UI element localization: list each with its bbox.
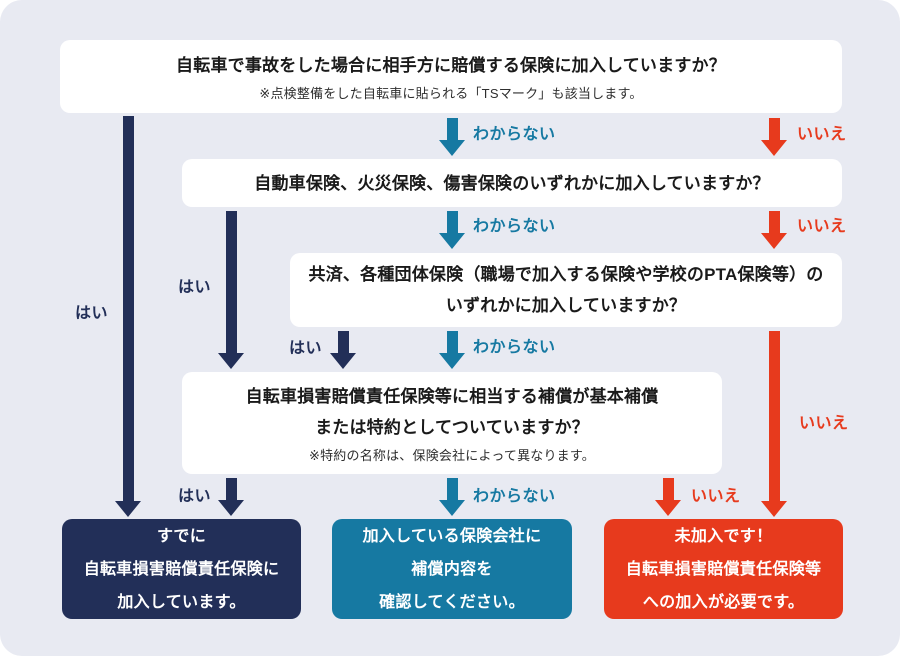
arrow-shaft (122, 116, 134, 501)
result-box-already-insured: すでに 自転車損害賠償責任保険に 加入しています。 (62, 519, 301, 619)
arrow-q1-yes-long (115, 116, 141, 517)
arrow-shaft (768, 331, 780, 501)
question-3-line-2: いずれかに加入していますか？ (445, 296, 687, 315)
arrow-head (439, 500, 465, 516)
arrow-shaft (446, 331, 458, 353)
question-box-group-insurance: 共済、各種団体保険（職場で加入する保険や学校のPTA保険等）の いずれかに加入し… (290, 253, 842, 327)
arrow-shaft (225, 211, 237, 353)
arrow-head (439, 140, 465, 156)
result-3-line-1: 未加入です！ (674, 527, 773, 545)
result-2-line-3: 確認してください。 (379, 593, 525, 611)
label-q1-unknown: わからない (473, 126, 556, 143)
arrow-q3-no-long (761, 331, 787, 517)
arrow-q4-yes (218, 478, 244, 516)
question-4-note: ※特約の名称は、保険会社によって異なります。 (309, 447, 595, 463)
label-q1-yes: はい (75, 305, 109, 322)
arrow-q2-yes (218, 211, 244, 369)
arrow-shaft (446, 211, 458, 233)
arrow-q3-unknown (439, 331, 465, 369)
label-q3-yes: はい (289, 340, 323, 357)
label-q2-yes: はい (178, 279, 212, 296)
label-q4-no: いいえ (691, 488, 741, 505)
arrow-q4-no (655, 478, 681, 516)
arrow-shaft (225, 478, 237, 500)
label-q3-no: いいえ (799, 415, 849, 432)
arrow-shaft (768, 211, 780, 233)
arrow-head (218, 500, 244, 516)
arrow-head (115, 501, 141, 517)
result-box-not-insured: 未加入です！ 自転車損害賠償責任保険等 への加入が必要です。 (604, 519, 843, 619)
result-1-line-1: すでに (156, 527, 207, 545)
arrow-head (761, 501, 787, 517)
label-q2-unknown: わからない (473, 218, 556, 235)
arrow-head (655, 500, 681, 516)
question-2-text: 自動車保険、火災保険、傷害保険のいずれかに加入していますか？ (254, 173, 770, 193)
question-1-note: ※点検整備をした自転車に貼られる「TSマーク」も該当します。 (259, 85, 643, 101)
arrow-q2-unknown (439, 211, 465, 249)
result-1-line-2: 自転車損害賠償責任保険に (83, 560, 280, 578)
question-1-text: 自転車で事故をした場合に相手方に賠償する保険に加入していますか？ (176, 55, 726, 75)
arrow-q3-yes (330, 331, 356, 369)
arrow-shaft (446, 118, 458, 140)
arrow-shaft (337, 331, 349, 353)
arrow-q1-no (761, 118, 787, 156)
arrow-q1-unknown (439, 118, 465, 156)
question-3-line-1: 共済、各種団体保険（職場で加入する保険や学校のPTA保険等）の (308, 265, 824, 284)
question-box-bicycle-liability-insurance: 自転車で事故をした場合に相手方に賠償する保険に加入していますか？ ※点検整備をし… (60, 40, 842, 113)
arrow-head (439, 353, 465, 369)
arrow-q2-no (761, 211, 787, 249)
question-4-line-1: 自転車損害賠償責任保険等に相当する補償が基本補償 (245, 386, 659, 406)
result-2-line-1: 加入している保険会社に (362, 527, 542, 545)
arrow-head (761, 233, 787, 249)
result-1-line-3: 加入しています。 (117, 593, 246, 611)
arrow-head (330, 353, 356, 369)
label-q3-unknown: わからない (473, 339, 556, 356)
question-box-equivalent-coverage: 自転車損害賠償責任保険等に相当する補償が基本補償 または特約としてついていますか… (182, 372, 722, 474)
arrow-head (218, 353, 244, 369)
label-q4-unknown: わからない (473, 488, 556, 505)
arrow-shaft (446, 478, 458, 500)
result-3-line-2: 自転車損害賠償責任保険等 (625, 560, 822, 578)
result-2-line-2: 補償内容を (411, 560, 493, 578)
arrow-head (439, 233, 465, 249)
question-box-auto-fire-injury-insurance: 自動車保険、火災保険、傷害保険のいずれかに加入していますか？ (182, 159, 842, 207)
label-q1-no: いいえ (797, 126, 847, 143)
arrow-head (761, 140, 787, 156)
question-4-line-2: または特約としてついていますか？ (315, 417, 589, 437)
label-q2-no: いいえ (797, 218, 847, 235)
result-box-check-coverage: 加入している保険会社に 補償内容を 確認してください。 (332, 519, 572, 619)
result-3-line-3: への加入が必要です。 (642, 593, 805, 611)
arrow-q4-unknown (439, 478, 465, 516)
arrow-shaft (662, 478, 674, 500)
label-q4-yes: はい (178, 488, 212, 505)
arrow-shaft (768, 118, 780, 140)
